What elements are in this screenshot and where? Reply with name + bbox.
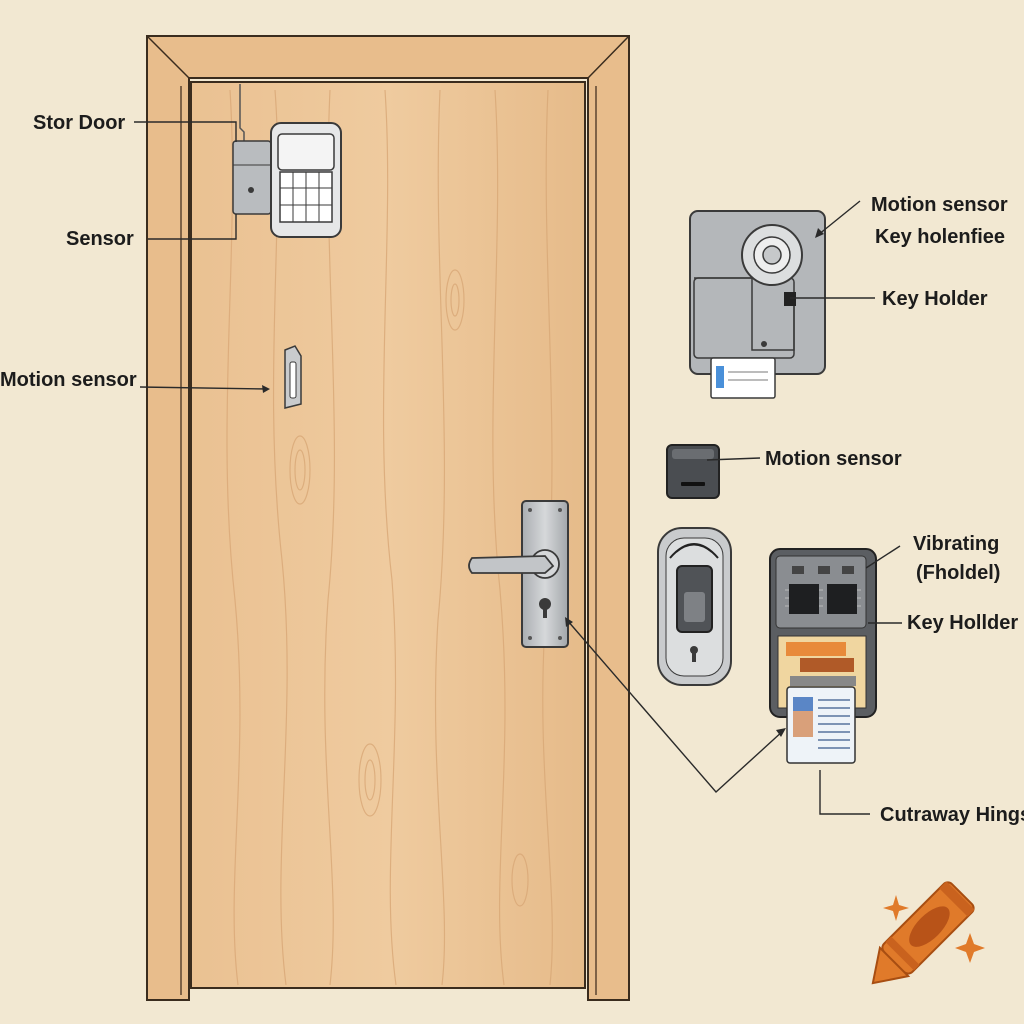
door-frame — [146, 35, 630, 1001]
cutaway-key-holder — [769, 548, 877, 764]
key-holder-unit — [689, 210, 826, 399]
label-motion-sensor-mid: Motion sensor — [765, 448, 902, 470]
label-cutaway-hings: Cutraway Hings — [880, 804, 1024, 826]
label-key-holenfiee: Key holenfiee — [875, 226, 1005, 248]
leader-lines — [134, 121, 902, 815]
label-motion-sensor-left: Motion sensor — [0, 369, 137, 391]
wood-grain — [226, 89, 553, 986]
door-latch-sensor — [284, 345, 302, 409]
label-vibrating: Vibrating — [913, 533, 999, 555]
sparkle-icon — [883, 895, 985, 963]
label-fholdel: (Fholdel) — [916, 562, 1000, 584]
labels: Stor Door Sensor Motion sensor Motion se… — [0, 112, 1024, 826]
vibrating-lock-device — [657, 527, 732, 686]
label-motion-sensor-top: Motion sensor — [871, 194, 1008, 216]
label-key-hollder-mid: Key Hollder — [907, 612, 1018, 634]
pir-motion-sensor — [270, 122, 342, 238]
motion-sensor-module — [666, 444, 720, 499]
label-stor-door: Stor Door — [33, 112, 125, 134]
label-sensor: Sensor — [66, 228, 134, 250]
crayon-icon — [871, 881, 975, 985]
label-key-holder-top: Key Holder — [882, 288, 988, 310]
door-leaf — [190, 81, 586, 989]
door-handle — [468, 500, 569, 648]
